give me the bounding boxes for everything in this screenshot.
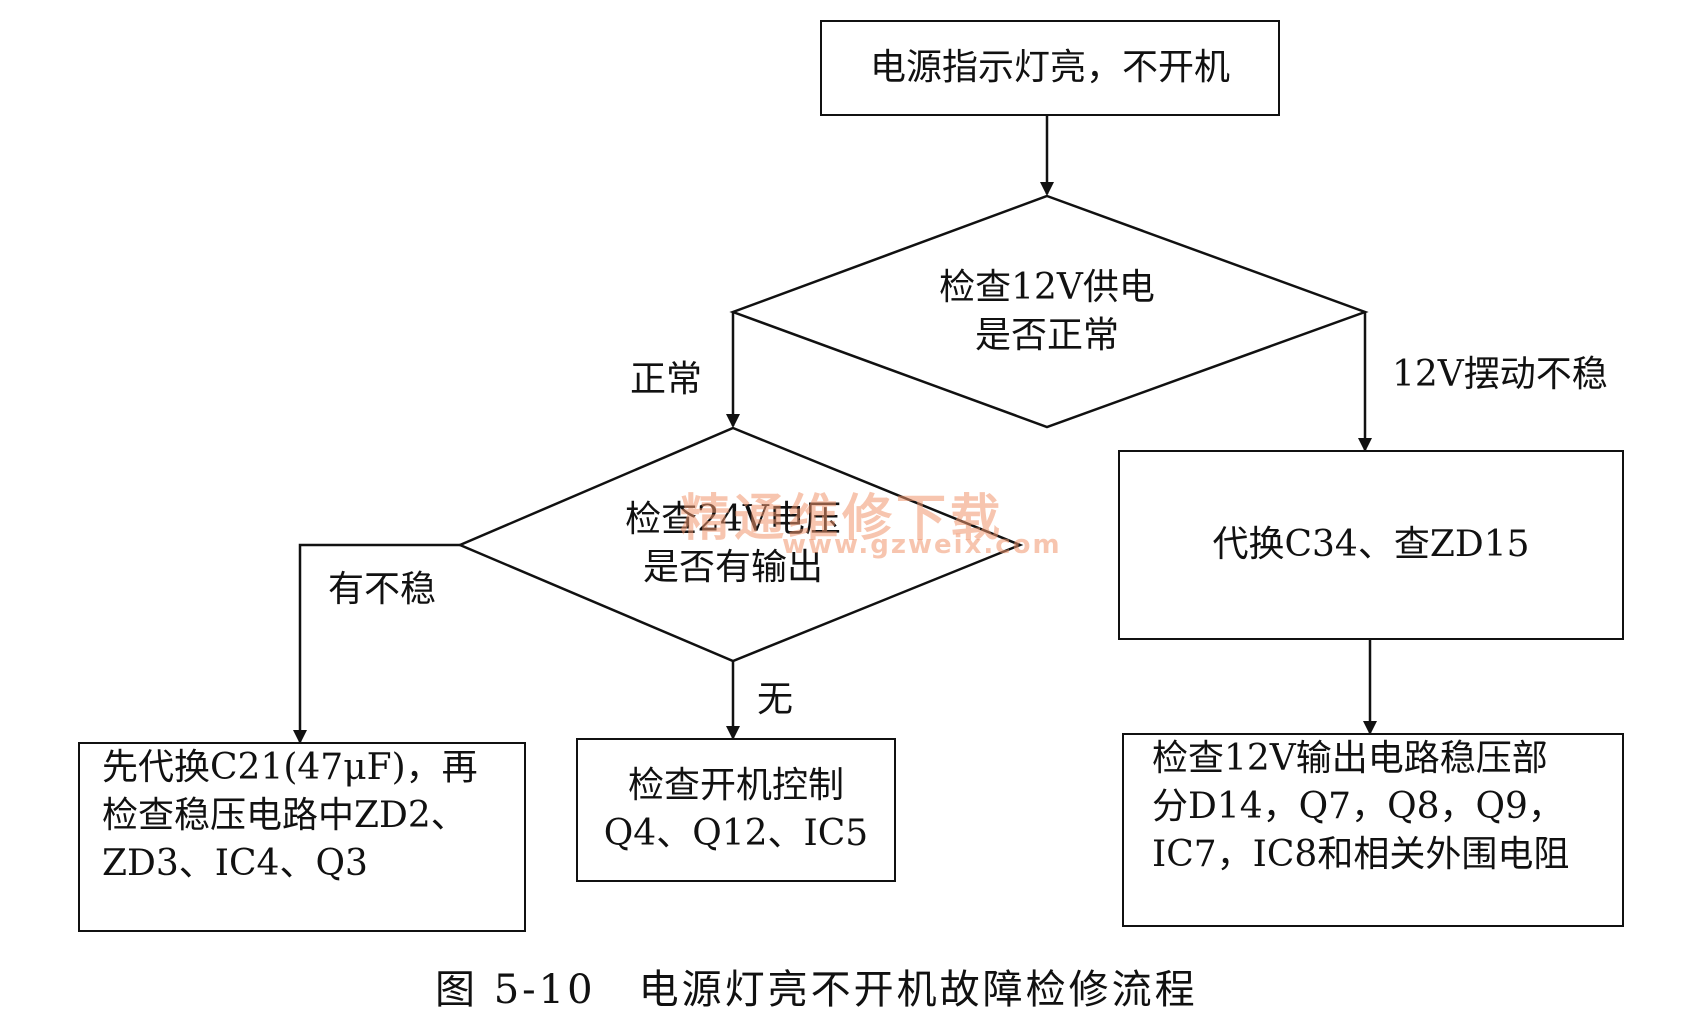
label-none: 无 [757, 679, 794, 720]
middle-box-line2: Q4、Q12、IC5 [603, 813, 869, 854]
start-text: 电源指示灯亮，不开机 [869, 47, 1230, 88]
decision1-diamond [729, 194, 1369, 429]
right-box-line3: IC7，IC8和相关外围电阻 [1152, 834, 1570, 875]
right-box-line2: 分D14，Q7，Q8，Q9， [1152, 786, 1564, 827]
arrow-hasunstable-to-leftbox [293, 543, 460, 744]
middle-box-line1: 检查开机控制 [627, 765, 844, 806]
start-box: 电源指示灯亮，不开机 [820, 20, 1280, 116]
figure-caption: 图 5-10 电源灯亮不开机故障检修流程 [435, 967, 1198, 1013]
decision1-line1: 检查12V供电 [939, 267, 1155, 308]
left-box-line3: ZD3、IC4、Q3 [102, 843, 368, 884]
label-has-unstable: 有不稳 [328, 569, 437, 610]
decision1-line2: 是否正常 [974, 315, 1119, 356]
left-result-box: 先代换C21(47μF)，再 检查稳压电路中ZD2、 ZD3、IC4、Q3 [78, 742, 526, 932]
decision1-text: 检查12V供电 是否正常 [887, 264, 1207, 360]
decision2-line1: 检查24V电压 [625, 499, 841, 540]
label-normal: 正常 [630, 359, 703, 400]
label-unstable-12v: 12V摆动不稳 [1392, 354, 1608, 395]
watermark-url: www.gzweix.com [782, 530, 1062, 560]
watermark-cn: 精通维修下载 [680, 488, 1004, 547]
replace-c34-text: 代换C34、查ZD15 [1212, 524, 1530, 565]
decision2-text: 检查24V电压 是否有输出 [583, 496, 883, 592]
middle-result-box: 检查开机控制 Q4、Q12、IC5 [576, 738, 896, 882]
right-box-line1: 检查12V输出电路稳压部 [1152, 738, 1548, 779]
right-result-box: 检查12V输出电路稳压部 分D14，Q7，Q8，Q9， IC7，IC8和相关外围… [1122, 733, 1624, 927]
decision2-line2: 是否有输出 [642, 547, 823, 588]
left-box-line1: 先代换C21(47μF)，再 [102, 747, 478, 788]
replace-c34-box: 代换C34、查ZD15 [1118, 450, 1624, 640]
left-box-line2: 检查稳压电路中ZD2、 [102, 795, 467, 836]
